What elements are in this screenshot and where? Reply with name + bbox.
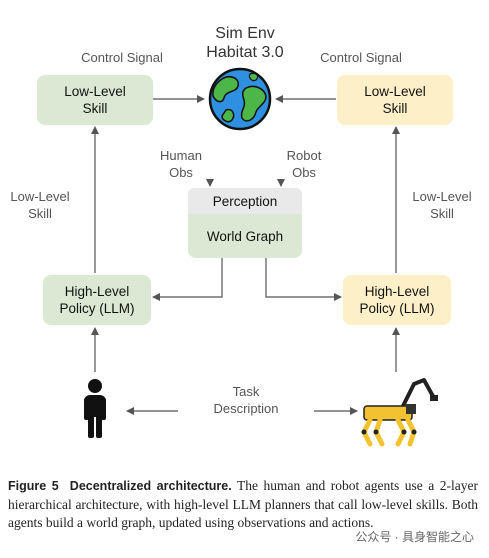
low-level-skill-left-line1: Low-Level	[64, 84, 126, 99]
architecture-diagram	[84, 67, 438, 447]
robot-obs-line1: Robot	[286, 148, 322, 163]
figure-caption: Figure 5 Decentralized architecture. The…	[8, 477, 478, 533]
human-obs-line1: Human	[160, 148, 202, 163]
globe-icon	[208, 67, 272, 131]
robot-obs-line2: Obs	[292, 165, 316, 180]
caption-heading: Decentralized architecture.	[69, 479, 232, 493]
low-level-skill-box-right: Low-Level Skill	[337, 75, 453, 125]
high-level-policy-left-line2: Policy (LLM)	[59, 301, 135, 316]
sim-env-title: Sim Env Habitat 3.0	[200, 24, 290, 62]
robot-obs-label: Robot Obs	[276, 147, 332, 181]
robot-dog-icon	[361, 378, 438, 447]
high-level-policy-box-right: High-Level Policy (LLM)	[343, 275, 451, 325]
human-figure-icon	[84, 379, 106, 438]
control-signal-label-right: Control Signal	[320, 50, 402, 65]
human-obs-line2: Obs	[169, 165, 193, 180]
low-level-skill-box-left: Low-Level Skill	[37, 75, 153, 125]
low-level-skill-right-line1: Low-Level	[364, 84, 426, 99]
sim-env-title-line1: Sim Env	[215, 25, 275, 42]
perception-box: Perception	[188, 188, 302, 214]
low-level-skill-label-left-line1: Low-Level	[10, 189, 70, 204]
arrow-graph-to-left-policy	[152, 258, 223, 301]
low-level-skill-right-line2: Skill	[382, 101, 408, 116]
sim-env-title-line2: Habitat 3.0	[206, 44, 284, 61]
caption-text: The human and robot agents use a 2-layer…	[8, 478, 479, 531]
low-level-skill-label-right-line1: Low-Level	[412, 189, 472, 204]
arrow-graph-to-right-policy	[265, 258, 342, 301]
low-level-skill-label-left: Low-Level Skill	[4, 188, 76, 222]
high-level-policy-box-left: High-Level Policy (LLM)	[43, 275, 151, 325]
high-level-policy-left-line1: High-Level	[64, 284, 130, 299]
watermark: 公众号 · 具身智能之心	[352, 527, 477, 546]
high-level-policy-right-line2: Policy (LLM)	[359, 301, 435, 316]
world-graph-box: World Graph	[188, 214, 302, 258]
low-level-skill-left-line2: Skill	[82, 101, 108, 116]
task-description-line1: Task	[232, 384, 260, 399]
task-description-label: Task Description	[196, 383, 296, 417]
low-level-skill-label-left-line2: Skill	[28, 206, 52, 221]
human-obs-label: Human Obs	[150, 147, 212, 181]
high-level-policy-right-line1: High-Level	[364, 284, 430, 299]
task-description-line2: Description	[213, 401, 279, 416]
control-signal-label-left: Control Signal	[81, 50, 163, 65]
low-level-skill-label-right-line2: Skill	[430, 206, 454, 221]
figure-number: Figure 5	[8, 479, 59, 493]
low-level-skill-label-right: Low-Level Skill	[406, 188, 478, 222]
